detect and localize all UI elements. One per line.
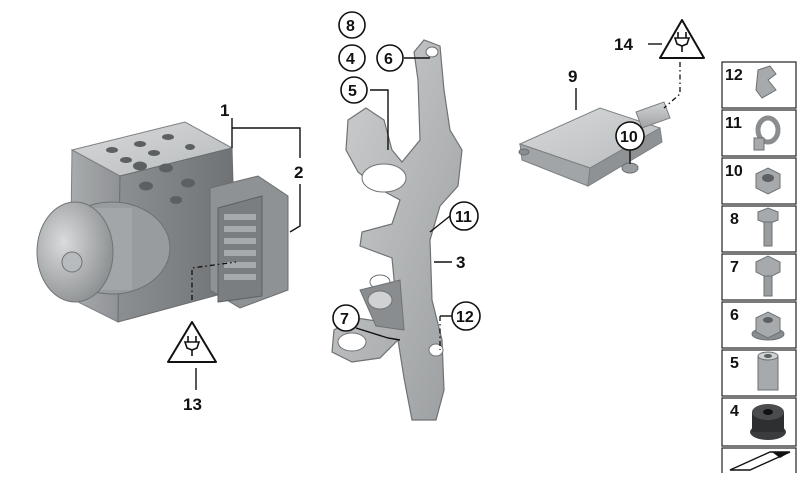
svg-text:10: 10: [620, 129, 638, 146]
sidebar-item-8[interactable]: 8: [721, 205, 797, 253]
svg-text:10: 10: [725, 163, 743, 180]
svg-text:7: 7: [340, 311, 349, 328]
circled-callout-7: 7: [332, 304, 360, 332]
callout-2: 2: [294, 163, 303, 182]
leader-lines: [191, 43, 681, 390]
svg-text:6: 6: [730, 307, 739, 324]
callout-9: 9: [568, 67, 577, 86]
sidebar-item-11[interactable]: 11: [721, 109, 797, 157]
circled-callout-5: 5: [340, 76, 368, 104]
svg-text:11: 11: [455, 209, 472, 226]
callout-13: 13: [183, 395, 202, 414]
abs-hydraulic-unit[interactable]: [36, 121, 289, 323]
sidebar-item-4[interactable]: 4: [721, 397, 797, 447]
svg-text:8: 8: [730, 211, 739, 228]
sidebar-item-6[interactable]: 6: [721, 301, 797, 349]
svg-text:12: 12: [725, 67, 743, 84]
parts-sidebar: 12 11 10 8 7: [721, 61, 797, 478]
sidebar-item-7[interactable]: 7: [721, 253, 797, 301]
svg-text:12: 12: [456, 309, 474, 326]
svg-text:7: 7: [730, 259, 739, 276]
callout-1: 1: [220, 101, 229, 120]
circled-callout-6: 6: [376, 44, 404, 72]
circled-callout-4: 4: [338, 44, 366, 72]
circled-callout-12: 12: [451, 301, 481, 331]
svg-text:8: 8: [346, 18, 355, 35]
warning-triangle-icon: [167, 321, 217, 363]
sidebar-footer-arrow[interactable]: [721, 447, 797, 478]
svg-text:6: 6: [384, 51, 393, 68]
callout-3: 3: [456, 253, 465, 272]
sidebar-item-12[interactable]: 12: [721, 61, 797, 109]
svg-text:5: 5: [730, 355, 739, 372]
svg-text:5: 5: [348, 83, 357, 100]
sidebar-item-10[interactable]: 10: [721, 157, 797, 205]
warning-triangle-icon: [659, 19, 705, 59]
svg-text:11: 11: [725, 115, 742, 132]
circled-callout-11: 11: [449, 201, 479, 231]
circled-callout-8: 8: [338, 11, 366, 39]
circled-callout-10: 10: [615, 121, 645, 151]
sidebar-item-5[interactable]: 5: [721, 349, 797, 397]
svg-text:4: 4: [346, 51, 355, 68]
callout-14: 14: [614, 35, 633, 54]
abs-bracket[interactable]: [331, 39, 463, 421]
sensor-module[interactable]: [518, 101, 671, 187]
svg-text:4: 4: [730, 403, 739, 420]
